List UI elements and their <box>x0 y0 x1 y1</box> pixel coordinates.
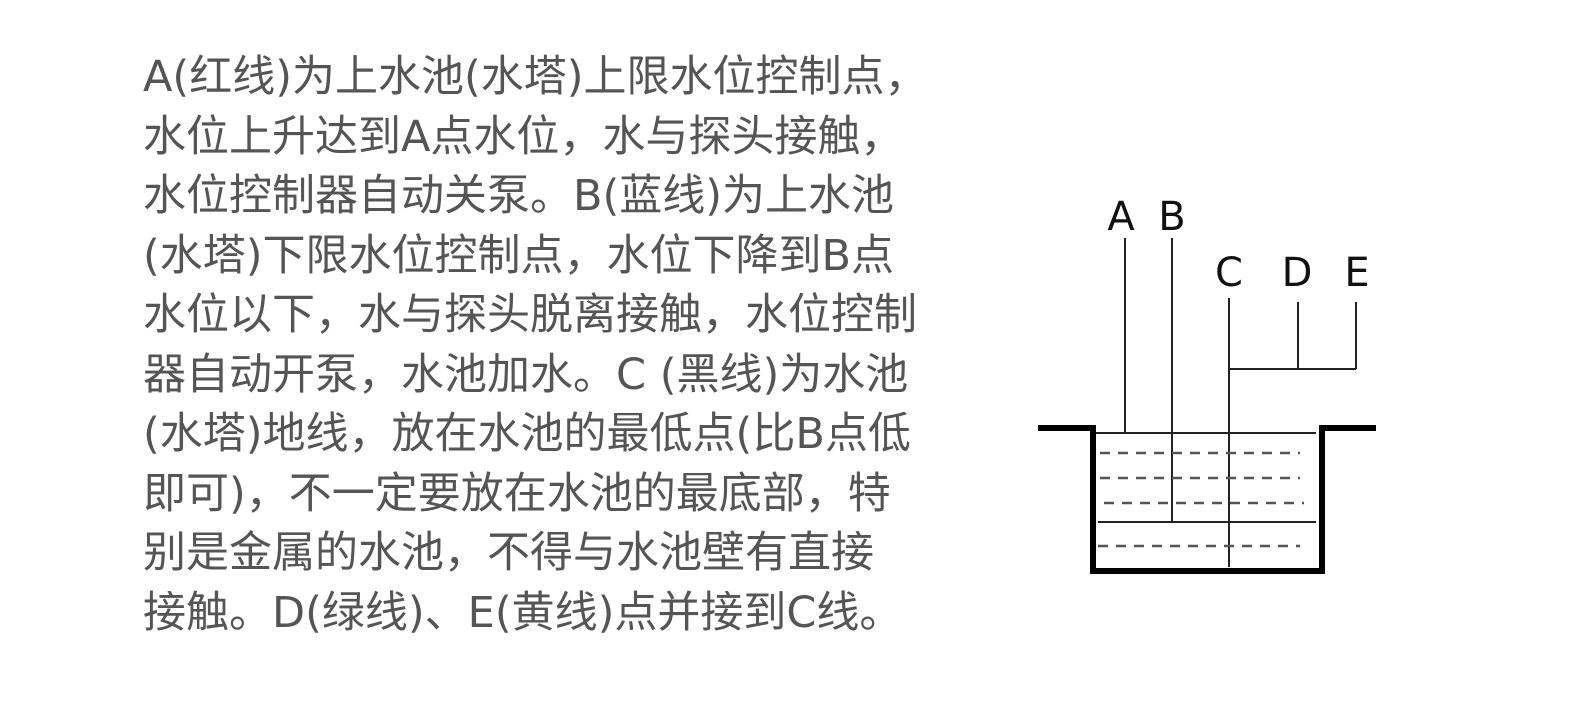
text-line: 接触。D(绿线)、E(黄线)点并接到C线。 <box>143 587 903 638</box>
description-text: A(红线)为上水池(水塔)上限水位控制点， 水位上升达到A点水位，水与探头接触，… <box>143 48 928 643</box>
text-line: 水位以下，水与探头脱离接触，水位控制 <box>143 290 917 340</box>
label-c: C <box>1215 250 1243 296</box>
text-line: (水塔)下限水位控制点，水位下降到B点 <box>143 230 895 281</box>
label-a: A <box>1107 194 1135 240</box>
text-line: 水位控制器自动关泵。B(蓝线)为上水池 <box>143 171 895 221</box>
water-dashes <box>1098 451 1304 548</box>
label-d: D <box>1282 250 1313 296</box>
text-line: 别是金属的水池，不得与水池壁有直接 <box>143 528 874 578</box>
text-line: 即可)，不一定要放在水池的最底部，特 <box>143 468 891 519</box>
text-line: (水塔)地线，放在水池的最低点(比B点低 <box>143 409 911 459</box>
text-line: 器自动开泵，水池加水。C (黑线)为水池 <box>143 349 909 400</box>
text-line: A(红线)为上水池(水塔)上限水位控制点， <box>143 52 928 102</box>
tank-wall <box>1038 425 1376 574</box>
text-line: 水位上升达到A点水位，水与探头接触， <box>143 111 904 162</box>
label-b: B <box>1158 194 1185 240</box>
label-e: E <box>1344 250 1369 296</box>
